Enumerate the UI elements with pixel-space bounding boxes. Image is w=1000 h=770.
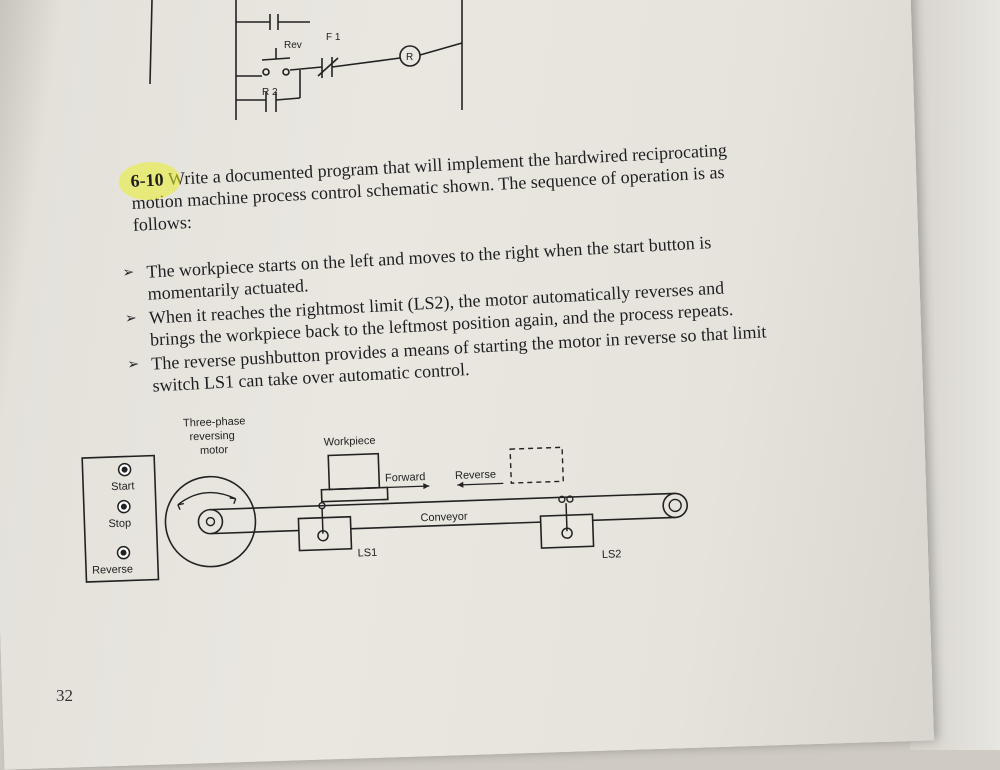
forward-label: Forward — [385, 471, 426, 484]
f1-label: F 1 — [326, 32, 341, 43]
ls2-label: LS2 — [602, 548, 622, 561]
conveyor-figure: Start Stop Reverse Three-phase reversing… — [81, 415, 688, 583]
r2-label: R 2 — [262, 87, 278, 98]
motor-wheel — [164, 475, 257, 568]
reverse-label: Reverse — [455, 469, 496, 482]
workpiece — [327, 452, 381, 491]
control-panel — [81, 454, 160, 583]
idler-pulley — [662, 492, 688, 519]
reverse-arrow-icon — [457, 481, 464, 488]
workpiece-label: Workpiece — [324, 435, 376, 449]
page-number: 32 — [56, 686, 73, 705]
coil-label: R — [406, 52, 413, 63]
forward-arrow-icon — [423, 483, 430, 490]
ladder-diagram: Rev F 1 R R 2 — [149, 0, 463, 120]
workpiece-carrier — [320, 486, 389, 503]
rotation-arrow-icon — [177, 491, 236, 506]
motor-label-3: motor — [200, 444, 229, 457]
problem-number: 6-10 — [117, 160, 182, 202]
r-coil-icon — [399, 45, 421, 67]
stop-label: Stop — [108, 517, 131, 530]
arrow-bullet-icon: ➢ — [122, 264, 135, 281]
problem-number-text: 6-10 — [130, 169, 165, 191]
ls1-label: LS1 — [357, 547, 377, 560]
conveyor-label: Conveyor — [420, 511, 468, 525]
rev-label: Rev — [284, 40, 302, 51]
limit-switch-ls1 — [297, 515, 353, 552]
motor-label-1: Three-phase — [183, 415, 246, 429]
arrow-bullet-icon: ➢ — [124, 310, 138, 327]
start-label: Start — [111, 480, 135, 493]
motor-label-2: reversing — [189, 430, 235, 444]
workpiece-right-position — [509, 446, 564, 484]
reverse-button-label: Reverse — [92, 563, 133, 576]
arrow-bullet-icon: ➢ — [126, 356, 140, 373]
left-rail — [149, 0, 153, 85]
